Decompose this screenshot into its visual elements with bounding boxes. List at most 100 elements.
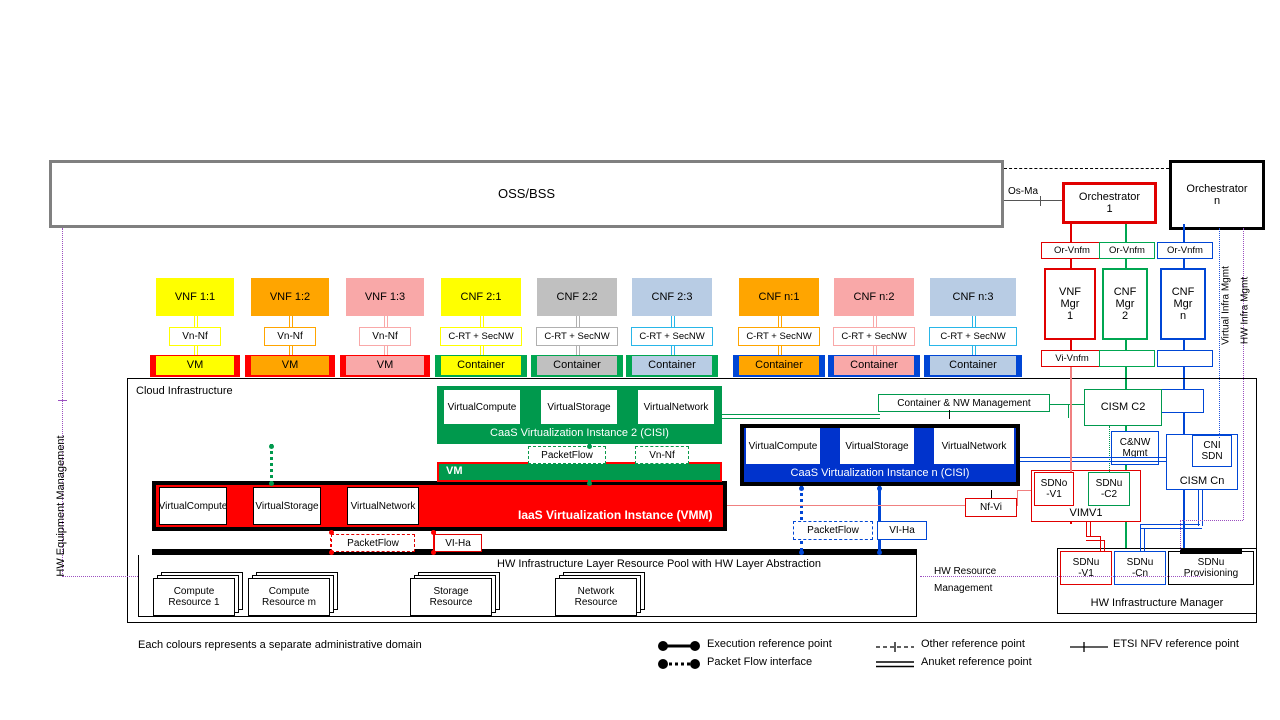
orchestrator-1-index: 1 [1106, 203, 1113, 215]
cni-sdn-line2: SDN [1201, 451, 1223, 462]
function-reference-point-0[interactable]: Vn-Nf [169, 327, 221, 346]
function-box-3[interactable]: CNF 2:1 [441, 278, 521, 316]
cnm-tick-vert [1068, 404, 1069, 418]
caas2-virtual-network[interactable]: VirtualNetwork [638, 390, 714, 424]
cnw-mgmt-box[interactable]: C&NW Mgmt [1111, 431, 1159, 465]
blue-packetflow-reference-point[interactable]: PacketFlow [793, 521, 873, 540]
runtime-label-1: VM [281, 359, 299, 372]
function-reference-point-4[interactable]: C-RT + SecNW [536, 327, 618, 346]
sdnu-provisioning-box[interactable]: SDNu Provisioning [1168, 551, 1254, 585]
ossbss-box[interactable]: OSS/BSS [49, 160, 1004, 228]
function-box-5[interactable]: CNF 2:3 [632, 278, 712, 316]
runtime-label-3: Container [457, 359, 505, 372]
caasn-virtual-storage[interactable]: VirtualStorage [840, 428, 914, 464]
green-packetflow-reference-point[interactable]: PacketFlow [528, 446, 606, 464]
legend-note: Each colours represents a separate admin… [138, 639, 422, 651]
green-vnnf-wire [588, 444, 591, 484]
orchestrator-n-box[interactable]: Orchestrator n [1169, 160, 1265, 230]
iaas-virtual-network[interactable]: VirtualNetwork [347, 487, 419, 525]
manager-name-line-2-0: CNF [1171, 285, 1195, 298]
cnw-mgmt-line2: Mgmt [1122, 448, 1148, 459]
runtime-box-4[interactable]: Container [537, 356, 617, 375]
hw-equipment-mgmt-horizontal [62, 576, 138, 577]
manager-name-line-0-2: 1 [1066, 310, 1074, 323]
caas2-vm-bar[interactable] [437, 462, 722, 482]
sdnu-c2-box[interactable]: SDNu -C2 [1088, 472, 1130, 506]
runtime-box-8[interactable]: Container [930, 356, 1016, 375]
function-box-6[interactable]: CNF n:1 [739, 278, 819, 316]
runtime-box-1[interactable]: VM [251, 356, 329, 375]
sdnu-provisioning-anuket-bar [1180, 549, 1242, 554]
manager-top-reference-point-2[interactable]: Or-Vnfm [1157, 242, 1213, 259]
iaas-virtual-storage[interactable]: VirtualStorage [253, 487, 321, 525]
iaas-virtualization-instance[interactable] [152, 481, 727, 531]
caasn-rail-upper [1020, 457, 1166, 458]
blue-viha-label: VI-Ha [889, 525, 915, 536]
container-nw-management-box[interactable]: Container & NW Management [878, 394, 1050, 412]
os-ma-label: Os-Ma [1008, 186, 1038, 197]
function-reference-point-1[interactable]: Vn-Nf [264, 327, 316, 346]
legend-other-icon [876, 639, 914, 652]
legend-anuket-label: Anuket reference point [921, 656, 1032, 668]
function-box-4[interactable]: CNF 2:2 [537, 278, 617, 316]
function-reference-point-label-6: C-RT + SecNW [746, 331, 812, 342]
cism-c2-box[interactable]: CISM C2 [1084, 389, 1162, 426]
function-reference-point-2[interactable]: Vn-Nf [359, 327, 411, 346]
manager-sub-box-2 [1160, 389, 1204, 413]
red-packetflow-reference-point[interactable]: PacketFlow [331, 534, 415, 552]
function-reference-point-7[interactable]: C-RT + SecNW [833, 327, 915, 346]
virtual-infra-mgmt-dashed [1219, 228, 1220, 438]
function-reference-point-5[interactable]: C-RT + SecNW [631, 327, 713, 346]
caasn-virtual-compute[interactable]: VirtualCompute [746, 428, 820, 464]
function-label-5: CNF 2:3 [651, 290, 693, 303]
function-box-2[interactable]: VNF 1:3 [346, 278, 424, 316]
manager-top-reference-point-1[interactable]: Or-Vnfm [1099, 242, 1155, 259]
function-box-8[interactable]: CNF n:3 [930, 278, 1016, 316]
nf-vi-reference-point[interactable]: Nf-Vi [965, 498, 1017, 517]
green-exec-dot-bottom-1 [268, 480, 274, 486]
runtime-box-0[interactable]: VM [156, 356, 234, 375]
runtime-box-5[interactable]: Container [632, 356, 712, 375]
caas2-virtual-storage[interactable]: VirtualStorage [541, 390, 617, 424]
iaas-virtual-compute[interactable]: VirtualCompute [159, 487, 227, 525]
red-viha-reference-point[interactable]: VI-Ha [434, 534, 482, 552]
legend-exec-icon [657, 639, 701, 651]
sdnu-cn-box[interactable]: SDNu -Cn [1114, 551, 1166, 585]
caasn-virtualization-instance-title: CaaS Virtualization Instance n (CISI) [790, 467, 970, 480]
caasn-virtual-network[interactable]: VirtualNetwork [934, 428, 1014, 464]
orchestrator-1-box[interactable]: Orchestrator 1 [1062, 182, 1157, 224]
function-box-7[interactable]: CNF n:2 [834, 278, 914, 316]
manager-top-reference-point-0[interactable]: Or-Vnfm [1041, 242, 1103, 259]
blue-viha-reference-point[interactable]: VI-Ha [877, 521, 927, 540]
caas2-virtual-compute[interactable]: VirtualCompute [444, 390, 520, 424]
function-box-1[interactable]: VNF 1:2 [251, 278, 329, 316]
manager-bottom-reference-point-1[interactable] [1099, 350, 1155, 367]
function-reference-point-6[interactable]: C-RT + SecNW [738, 327, 820, 346]
sdnu-v1-line2: -V1 [1078, 568, 1094, 579]
function-reference-point-8[interactable]: C-RT + SecNW [929, 327, 1017, 346]
runtime-box-6[interactable]: Container [739, 356, 819, 375]
runtime-box-2[interactable]: VM [346, 356, 424, 375]
runtime-box-3[interactable]: Container [441, 356, 521, 375]
green-vnnf-reference-point[interactable]: Vn-Nf [635, 446, 689, 464]
runtime-box-7[interactable]: Container [834, 356, 914, 375]
sdno-v1-box[interactable]: SDNo -V1 [1034, 472, 1074, 506]
manager-bottom-reference-point-2[interactable] [1157, 350, 1213, 367]
function-box-0[interactable]: VNF 1:1 [156, 278, 234, 316]
function-reference-point-3[interactable]: C-RT + SecNW [440, 327, 522, 346]
hw-infra-mgmt-label: HW Infra Mgmt [1239, 276, 1251, 345]
cni-sdn-box[interactable]: CNI SDN [1192, 435, 1232, 467]
cnm-rail-lower [722, 418, 880, 419]
os-ma-tick [1040, 196, 1041, 206]
sdnu-v1-box[interactable]: SDNu -V1 [1060, 551, 1112, 585]
hw-resource-line1-3: Network [577, 585, 615, 597]
manager-bottom-reference-point-0[interactable]: Vi-Vnfm [1041, 350, 1103, 367]
vimv1-right-2 [1086, 540, 1104, 541]
